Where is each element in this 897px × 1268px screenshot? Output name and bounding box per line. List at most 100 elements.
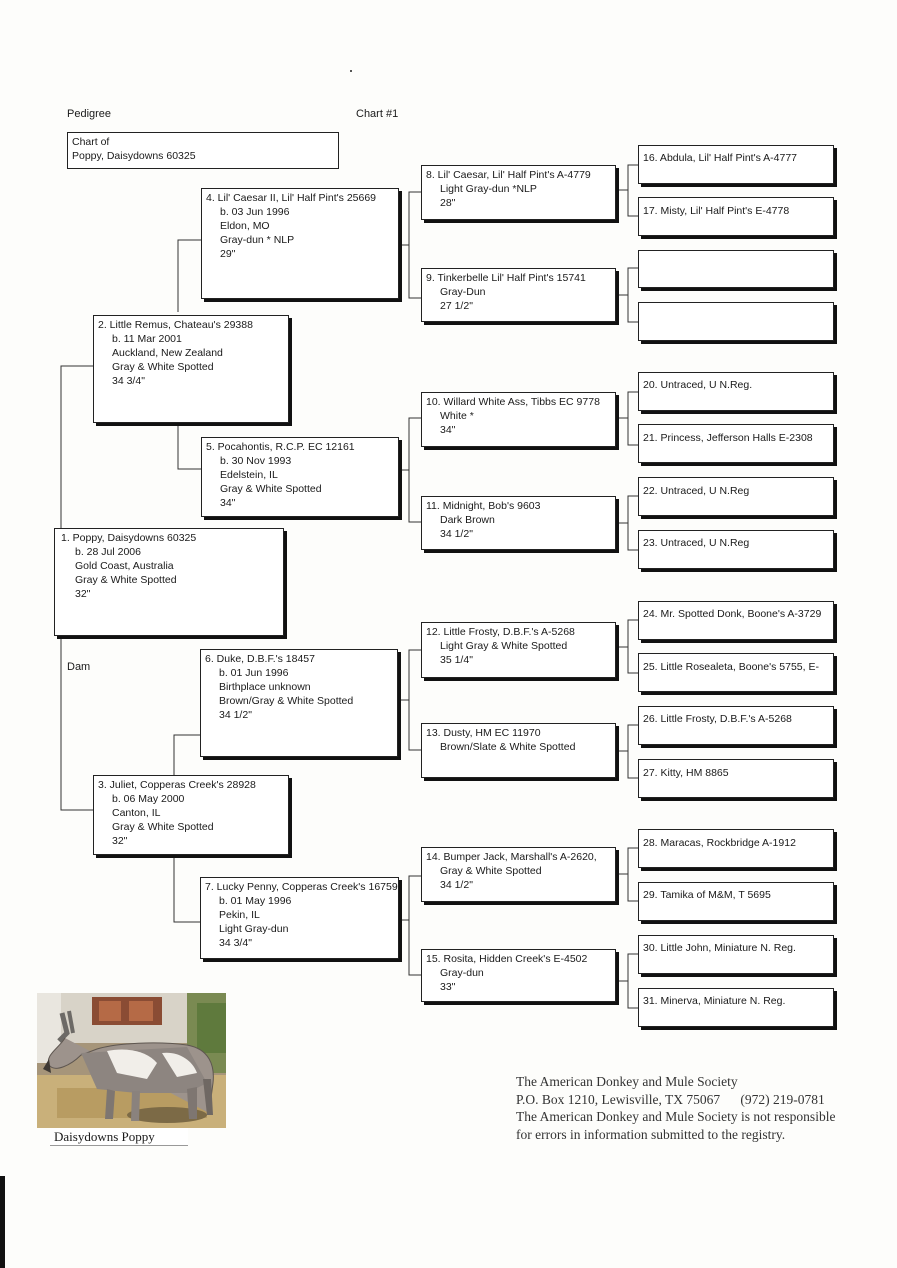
birth-date: b. 01 Jun 1996 bbox=[219, 667, 289, 679]
pedigree-box-28: 28. Maracas, Rockbridge A-1912 bbox=[638, 829, 834, 868]
pedigree-box-17: 17. Misty, Lil' Half Pint's E-4778 bbox=[638, 197, 834, 236]
animal-name: 12. Little Frosty, D.B.F.'s A-5268 bbox=[426, 626, 575, 638]
pedigree-box-9: 9. Tinkerbelle Lil' Half Pint's 15741 Gr… bbox=[421, 268, 616, 322]
height: 34 3/4" bbox=[112, 375, 145, 387]
pedigree-box-15: 15. Rosita, Hidden Creek's E-4502 Gray-d… bbox=[421, 949, 616, 1002]
color: Light Gray & White Spotted bbox=[440, 640, 568, 652]
animal-name: 20. Untraced, U N.Reg. bbox=[643, 379, 753, 391]
animal-name: 26. Little Frosty, D.B.F.'s A-5268 bbox=[643, 713, 792, 725]
color: Light Gray-dun *NLP bbox=[440, 183, 537, 195]
registry-footer: The American Donkey and Mule Society P.O… bbox=[516, 1073, 835, 1143]
height: 28" bbox=[440, 197, 456, 209]
height: 34" bbox=[220, 497, 236, 509]
scan-edge-mark bbox=[0, 1176, 5, 1268]
pedigree-box-20: 20. Untraced, U N.Reg. bbox=[638, 372, 834, 411]
animal-name: 25. Little Rosealeta, Boone's 5755, E- bbox=[643, 661, 819, 673]
height: 34 1/2" bbox=[219, 709, 252, 721]
birthplace: Gold Coast, Australia bbox=[75, 560, 174, 572]
animal-name: 8. Lil' Caesar, Lil' Half Pint's A-4779 bbox=[426, 169, 591, 181]
animal-name: 13. Dusty, HM EC 11970 bbox=[426, 727, 541, 739]
footer-disclaimer-1: The American Donkey and Mule Society is … bbox=[516, 1109, 836, 1124]
birthplace: Canton, IL bbox=[112, 807, 161, 819]
dam-label: Dam bbox=[67, 661, 91, 673]
header-chart-number: Chart #1 bbox=[356, 108, 399, 120]
pedigree-box-27: 27. Kitty, HM 8865 bbox=[638, 759, 834, 798]
birth-date: b. 01 May 1996 bbox=[219, 895, 292, 907]
footer-address-phone: P.O. Box 1210, Lewisville, TX 75067 (972… bbox=[516, 1091, 825, 1107]
header-pedigree: Pedigree bbox=[67, 108, 112, 120]
animal-name: 1. Poppy, Daisydowns 60325 bbox=[61, 532, 197, 544]
animal-name: 30. Little John, Miniature N. Reg. bbox=[643, 942, 796, 954]
pedigree-box-22: 22. Untraced, U N.Reg bbox=[638, 477, 834, 516]
birthplace: Edelstein, IL bbox=[220, 469, 278, 481]
height: 32" bbox=[75, 588, 91, 600]
animal-name: 3. Juliet, Copperas Creek's 28928 bbox=[98, 779, 256, 791]
pedigree-box-3: 3. Juliet, Copperas Creek's 28928 b. 06 … bbox=[93, 775, 289, 855]
pedigree-box-21: 21. Princess, Jefferson Halls E-2308 bbox=[638, 424, 834, 463]
pedigree-box-5: 5. Pocahontis, R.C.P. EC 12161 b. 30 Nov… bbox=[201, 437, 399, 517]
birth-date: b. 06 May 2000 bbox=[112, 793, 185, 805]
animal-name: 21. Princess, Jefferson Halls E-2308 bbox=[643, 432, 813, 444]
animal-name: 15. Rosita, Hidden Creek's E-4502 bbox=[426, 953, 588, 965]
animal-name: 28. Maracas, Rockbridge A-1912 bbox=[643, 837, 796, 849]
birth-date: b. 11 Mar 2001 bbox=[112, 333, 182, 345]
birth-date: b. 03 Jun 1996 bbox=[220, 206, 290, 218]
color: Gray & White Spotted bbox=[440, 865, 542, 877]
birth-date: b. 28 Jul 2006 bbox=[75, 546, 141, 558]
pedigree-box-8: 8. Lil' Caesar, Lil' Half Pint's A-4779 … bbox=[421, 165, 616, 220]
pedigree-box-29: 29. Tamika of M&M, T 5695 bbox=[638, 882, 834, 921]
color: Gray & White Spotted bbox=[220, 483, 322, 495]
animal-name: 11. Midnight, Bob's 9603 bbox=[426, 500, 541, 512]
pedigree-box-2: 2. Little Remus, Chateau's 29388 b. 11 M… bbox=[93, 315, 289, 423]
height: 33" bbox=[440, 981, 456, 993]
pedigree-box-23: 23. Untraced, U N.Reg bbox=[638, 530, 834, 569]
birthplace: Eldon, MO bbox=[220, 220, 270, 232]
chart-of-label: Chart of bbox=[72, 136, 110, 148]
pedigree-box-19 bbox=[638, 302, 834, 341]
pedigree-box-10: 10. Willard White Ass, Tibbs EC 9778 Whi… bbox=[421, 392, 616, 447]
pedigree-box-18 bbox=[638, 250, 834, 288]
height: 34" bbox=[440, 424, 456, 436]
color: White * bbox=[440, 410, 474, 422]
pedigree-box-31: 31. Minerva, Miniature N. Reg. bbox=[638, 988, 834, 1027]
animal-name: 31. Minerva, Miniature N. Reg. bbox=[643, 995, 786, 1007]
animal-name: 14. Bumper Jack, Marshall's A-2620, bbox=[426, 851, 597, 863]
animal-name: 17. Misty, Lil' Half Pint's E-4778 bbox=[643, 205, 790, 217]
birthplace: Auckland, New Zealand bbox=[112, 347, 223, 359]
chart-of-subject: Poppy, Daisydowns 60325 bbox=[72, 150, 196, 162]
pedigree-box-12: 12. Little Frosty, D.B.F.'s A-5268 Light… bbox=[421, 622, 616, 678]
footer-disclaimer-2: for errors in information submitted to t… bbox=[516, 1126, 786, 1142]
donkey-photo bbox=[37, 993, 226, 1128]
footer-society-name: The American Donkey and Mule Society bbox=[516, 1074, 738, 1089]
animal-name: 7. Lucky Penny, Copperas Creek's 16759 bbox=[205, 881, 398, 893]
speck bbox=[350, 70, 352, 72]
color: Light Gray-dun bbox=[219, 923, 289, 935]
color: Gray & White Spotted bbox=[112, 361, 214, 373]
animal-name: 29. Tamika of M&M, T 5695 bbox=[643, 889, 771, 901]
birth-date: b. 30 Nov 1993 bbox=[220, 455, 292, 467]
pedigree-box-30: 30. Little John, Miniature N. Reg. bbox=[638, 935, 834, 974]
height: 34 3/4" bbox=[219, 937, 252, 949]
height: 34 1/2" bbox=[440, 528, 473, 540]
pedigree-box-14: 14. Bumper Jack, Marshall's A-2620, Gray… bbox=[421, 847, 616, 902]
animal-name: 24. Mr. Spotted Donk, Boone's A-3729 bbox=[643, 608, 822, 620]
animal-name: 16. Abdula, Lil' Half Pint's A-4777 bbox=[643, 152, 798, 164]
pedigree-box-25: 25. Little Rosealeta, Boone's 5755, E- bbox=[638, 653, 834, 692]
pedigree-box-26: 26. Little Frosty, D.B.F.'s A-5268 bbox=[638, 706, 834, 745]
pedigree-box-4: 4. Lil' Caesar II, Lil' Half Pint's 2566… bbox=[201, 188, 399, 299]
pedigree-box-7: 7. Lucky Penny, Copperas Creek's 16759 b… bbox=[200, 877, 399, 959]
height: 32" bbox=[112, 835, 128, 847]
photo-caption: Daisydowns Poppy bbox=[50, 1128, 188, 1146]
pedigree-box-11: 11. Midnight, Bob's 9603 Dark Brown 34 1… bbox=[421, 496, 616, 550]
height: 34 1/2" bbox=[440, 879, 473, 891]
color: Brown/Slate & White Spotted bbox=[440, 741, 576, 753]
birthplace: Birthplace unknown bbox=[219, 681, 311, 693]
animal-name: 23. Untraced, U N.Reg bbox=[643, 537, 750, 549]
height: 29" bbox=[220, 248, 236, 260]
color: Brown/Gray & White Spotted bbox=[219, 695, 354, 707]
animal-name: 9. Tinkerbelle Lil' Half Pint's 15741 bbox=[426, 272, 586, 284]
color: Gray-Dun bbox=[440, 286, 486, 298]
animal-name: 6. Duke, D.B.F.'s 18457 bbox=[205, 653, 315, 665]
animal-name: 10. Willard White Ass, Tibbs EC 9778 bbox=[426, 396, 600, 408]
color: Dark Brown bbox=[440, 514, 495, 526]
